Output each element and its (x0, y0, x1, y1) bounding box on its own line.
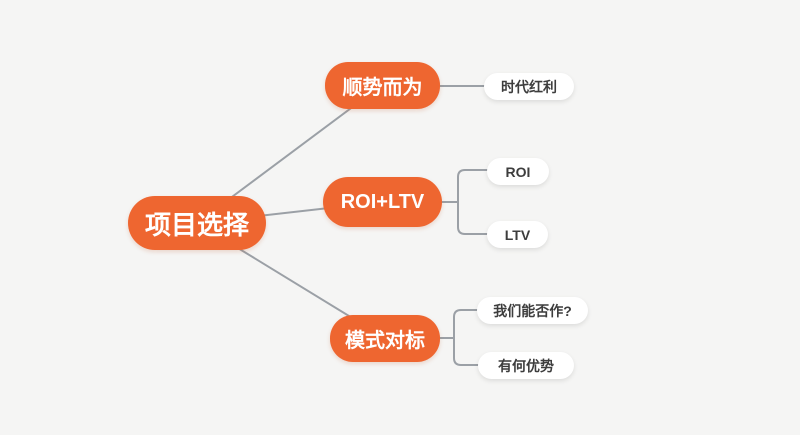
root-node[interactable]: 项目选择 (128, 196, 266, 250)
connector-branch-3-child-1 (453, 309, 478, 339)
child-node-1-1[interactable]: 时代红利 (484, 73, 574, 100)
connector-branch-2-child-1 (457, 169, 488, 203)
child-node-2-2[interactable]: LTV (487, 221, 548, 248)
child-node-2-1[interactable]: ROI (487, 158, 549, 185)
child-node-3-1[interactable]: 我们能否作? (477, 297, 588, 324)
connector-branch-2-child-2 (457, 201, 488, 235)
branch-node-2[interactable]: ROI+LTV (323, 177, 442, 227)
branch-node-1[interactable]: 顺势而为 (325, 62, 440, 109)
connector-branch-3-child-2 (453, 337, 479, 366)
child-node-3-2[interactable]: 有何优势 (478, 352, 574, 379)
branch-node-3[interactable]: 模式对标 (330, 315, 440, 362)
